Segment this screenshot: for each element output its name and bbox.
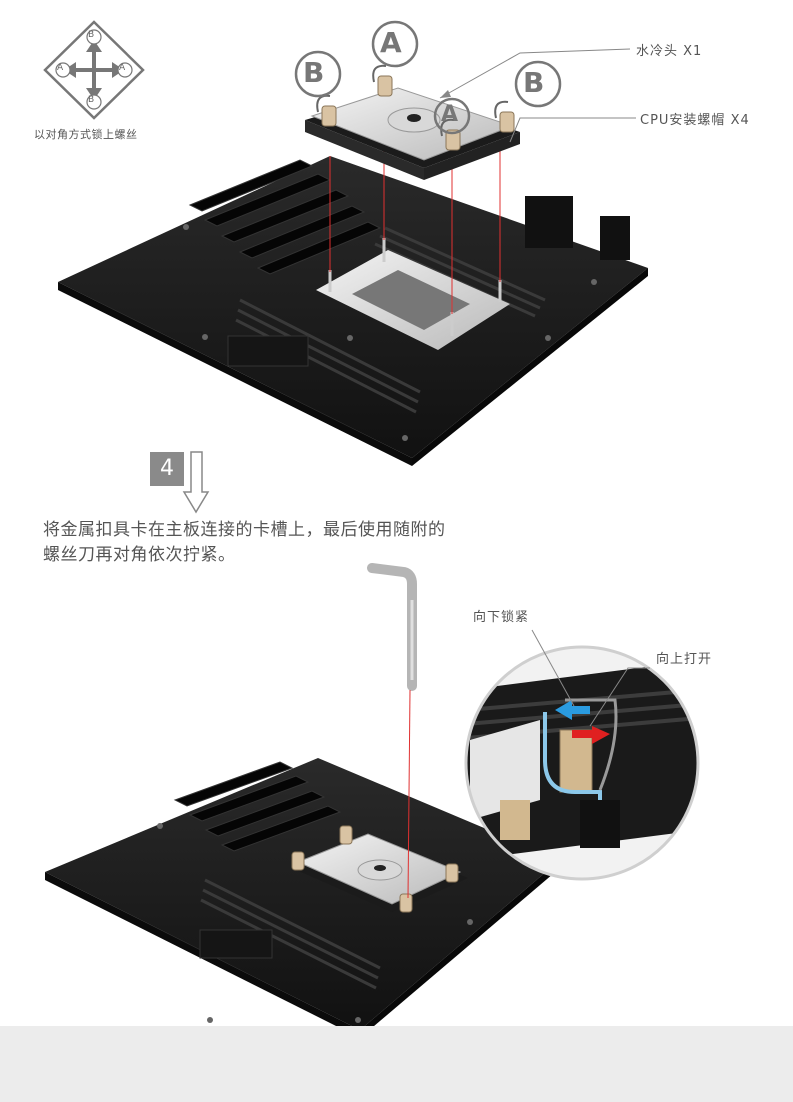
magnified-detail [464, 645, 700, 881]
marker-a-front: A [441, 102, 459, 127]
marker-b-left: B [303, 56, 325, 89]
step-instruction-line-2: 螺丝刀再对角依次拧紧。 [43, 545, 236, 565]
lift-up-arrow-icon [572, 726, 610, 744]
callout-leaders-inset [531, 629, 650, 727]
callout-leaders-top [439, 48, 636, 143]
alignment-guides-top [329, 150, 501, 314]
lock-down-arrow-icon [555, 700, 590, 720]
alignment-guide-bottom [407, 689, 411, 899]
marker-circles [294, 20, 562, 135]
callout-water-block: 水冷头 X1 [636, 44, 703, 59]
marker-a-top: A [380, 26, 402, 59]
legend-letter-left: A [57, 63, 64, 73]
step-instruction-line-1: 将金属扣具卡在主板连接的卡槽上，最后使用随附的 [43, 520, 446, 540]
callout-lock-down: 向下锁紧 [473, 610, 530, 625]
motherboard-bottom [45, 758, 560, 1038]
legend-caption: 以对角方式锁上螺丝 [34, 128, 138, 141]
step-instructions: 将金属扣具卡在主板连接的卡槽上，最后使用随附的 螺丝刀再对角依次拧紧。 [43, 518, 446, 568]
hex-key-tool [367, 563, 417, 691]
footer-band [0, 1026, 793, 1102]
callout-lift-up: 向上打开 [656, 652, 713, 667]
step-number-badge: 4 [150, 452, 184, 486]
water-block-exploded [305, 64, 520, 180]
motherboard-top [58, 156, 648, 466]
legend-letter-right: A [119, 63, 126, 73]
legend-letter-bottom: B [88, 95, 95, 105]
step-down-arrow [182, 451, 210, 514]
marker-b-right: B [523, 66, 545, 99]
legend-letter-top: B [88, 30, 95, 40]
diagonal-lock-diagram [43, 20, 145, 120]
callout-cpu-screw-cap: CPU安装螺帽 X4 [640, 113, 750, 128]
